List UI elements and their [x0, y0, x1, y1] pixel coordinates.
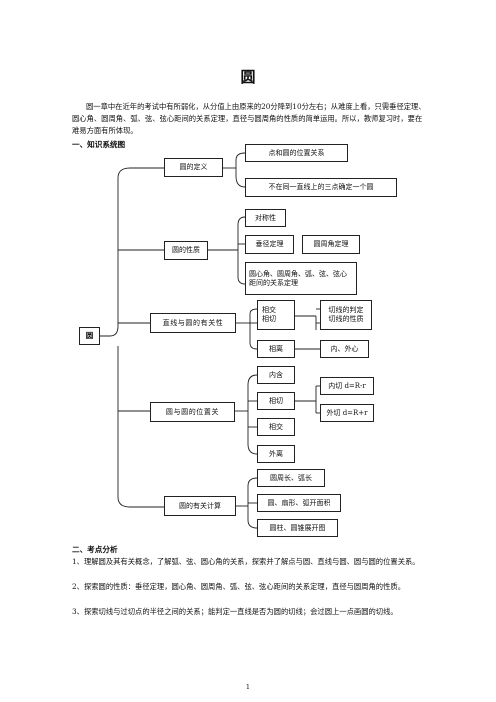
node-cylinder-cone-net: 圆柱、圆锥展开图: [257, 519, 338, 537]
node-inscribed-angle-theorem: 圆周角定理: [302, 235, 360, 254]
node-angle-arc-chord-relation: 圆心角、圆周角、弧、弦、弦心距间的关系定理: [245, 262, 357, 295]
node-line-intersect-tangent: 相交 相切: [257, 300, 295, 330]
exam-point-2: 2、探索圆的性质：垂径定理，圆心角、圆周角、弧、弦、弦心距间的关系定理，直径与圆…: [72, 582, 405, 591]
node-circumference-arc: 圆周长、弧长: [257, 469, 325, 487]
node-contain: 内含: [257, 366, 295, 384]
exam-point-3: 3、探索切线与过切点的半径之间的关系；能判定一直线是否为圆的切线；会过圆上一点画…: [72, 607, 398, 616]
node-symmetry: 对称性: [245, 209, 286, 227]
node-circle-tangent: 相切: [257, 392, 295, 410]
node-line-circle: 直线与圆的有关性: [150, 313, 236, 333]
intro-paragraph: 圆一章中在近年的考试中有所弱化，从分值上由原来的20分降到10分左右；从难度上看…: [72, 102, 426, 135]
node-line-separate: 相离: [257, 340, 295, 358]
node-point-circle-relation: 点和圆的位置关系: [245, 144, 348, 162]
section-heading-exam-points: 二、考点分析: [72, 545, 118, 554]
node-outer-tangent: 外切 d=R+r: [320, 404, 374, 422]
node-apart: 外离: [257, 445, 295, 463]
tangent-judge-label: 切线的判定: [328, 306, 364, 315]
exam-point-1: 1、理解圆及其有关概念，了解弧、弦、圆心角的关系，探索并了解点与圆、直线与圆、圆…: [72, 557, 420, 566]
line-intersect-label: 相交: [262, 306, 276, 315]
node-sector-area: 圆、扇形、弧开面积: [257, 494, 341, 512]
node-in-out-center: 内、外心: [320, 340, 369, 358]
section-heading-knowledge-map: 一、知识系统图: [72, 140, 126, 149]
node-tangent-judge-prop: 切线的判定 切线的性质: [320, 300, 372, 330]
node-three-points-circle: 不在同一直线上的三点确定一个圆: [245, 178, 397, 197]
line-tangent-label: 相切: [262, 315, 276, 323]
node-circle-properties: 圆的性质: [164, 241, 208, 260]
node-inner-tangent: 内切 d=R-r: [320, 377, 374, 395]
page-title: 圆: [240, 68, 256, 86]
tangent-prop-label: 切线的性质: [328, 315, 364, 323]
node-circle-definition: 圆的定义: [164, 158, 223, 177]
node-circle-calculations: 圆的有关计算: [164, 496, 236, 516]
node-circle-circle: 圆与圆的位置关: [150, 402, 235, 422]
node-circle-intersect: 相交: [257, 418, 295, 436]
page-number: 1: [245, 683, 251, 691]
diagram-root-circle: 圆: [79, 327, 100, 345]
node-perpendicular-diameter-theorem: 垂径定理: [245, 235, 294, 254]
